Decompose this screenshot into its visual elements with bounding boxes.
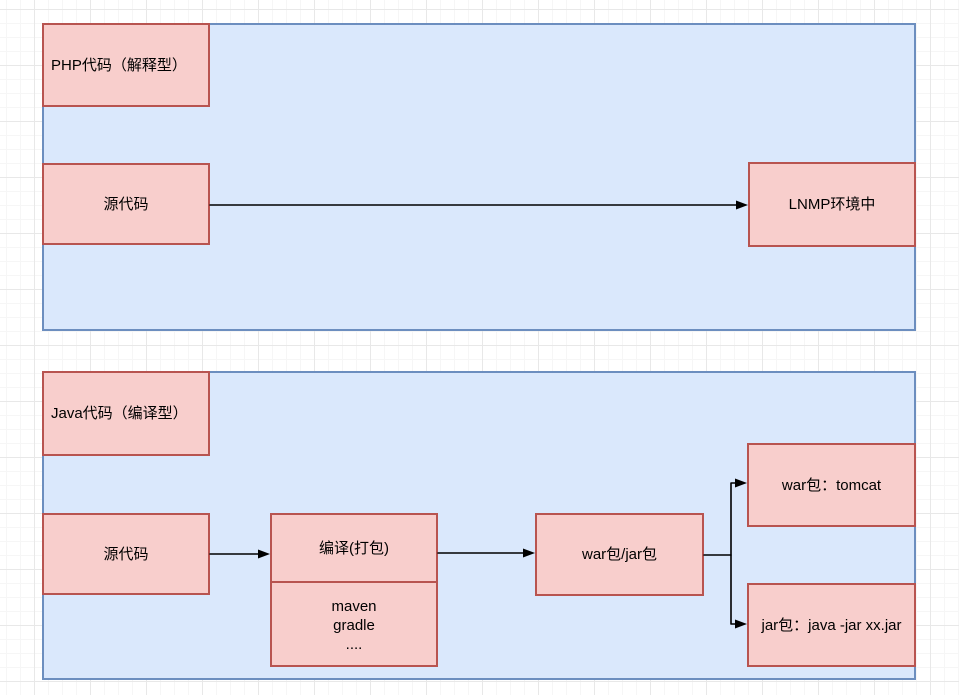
compile-package-top-compartment: 编译(打包)	[272, 515, 436, 583]
war-tomcat-label: war包：tomcat	[781, 476, 882, 494]
java-source-code-label: 源代码	[103, 545, 149, 563]
jar-run-box[interactable]: jar包：java -jar xx.jar	[747, 583, 916, 667]
java-flow-title-box[interactable]: Java代码（编译型）	[42, 371, 210, 456]
compile-tool-maven: maven	[331, 597, 377, 615]
lnmp-environment-label: LNMP环境中	[788, 196, 876, 213]
compile-package-box[interactable]: 编译(打包) maven gradle ....	[270, 513, 438, 667]
php-source-code-label: 源代码	[103, 195, 149, 213]
jar-run-label: jar包：java -jar xx.jar	[761, 616, 902, 634]
compile-package-label: 编译(打包)	[319, 539, 389, 557]
compile-tool-gradle: gradle	[333, 616, 375, 634]
compile-tool-more: ....	[345, 635, 363, 653]
php-flow-title-label: PHP代码（解释型）	[51, 56, 187, 74]
php-source-code-box[interactable]: 源代码	[42, 163, 210, 245]
php-flow-title-box[interactable]: PHP代码（解释型）	[42, 23, 210, 107]
java-source-code-box[interactable]: 源代码	[42, 513, 210, 595]
compile-tools-compartment: maven gradle ....	[272, 583, 436, 665]
war-jar-package-box[interactable]: war包/jar包	[535, 513, 704, 596]
java-flow-title-label: Java代码（编译型）	[51, 405, 188, 422]
lnmp-environment-box[interactable]: LNMP环境中	[748, 162, 916, 247]
war-jar-package-label: war包/jar包	[581, 546, 657, 563]
war-tomcat-box[interactable]: war包：tomcat	[747, 443, 916, 527]
